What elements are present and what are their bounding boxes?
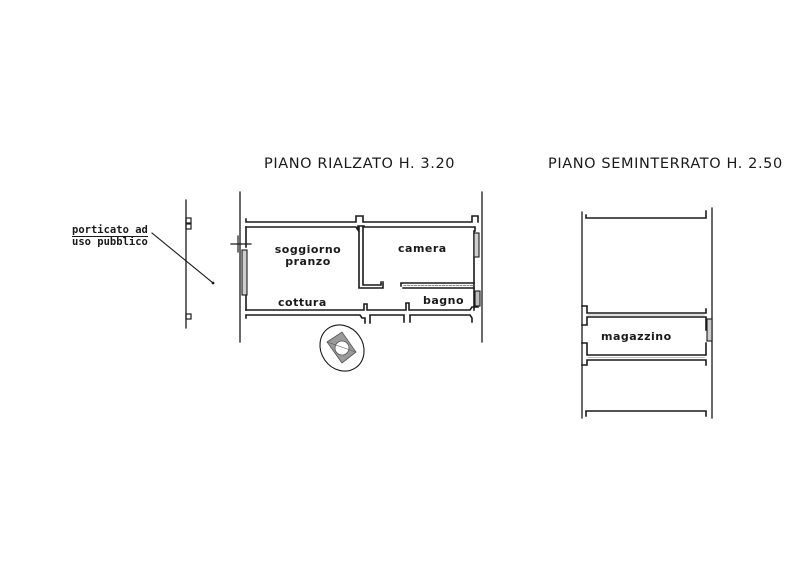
- callout-line-1: porticato ad: [72, 224, 148, 237]
- room-label-soggiorno-line1: soggiorno: [274, 243, 342, 256]
- basement-plan: [581, 207, 713, 419]
- ground-floor-title: PIANO RIALZATO H. 3.20: [264, 156, 456, 172]
- room-label-bagno: bagno: [423, 294, 465, 307]
- room-label-camera: camera: [398, 242, 447, 255]
- callout-leader-line: [151, 232, 214, 284]
- basement-title: PIANO SEMINTERRATO H. 2.50: [548, 156, 783, 172]
- room-label-soggiorno: soggiorno pranzo: [273, 244, 343, 268]
- ground-floor-plan: [230, 191, 483, 343]
- porticato-callout: porticato ad uso pubblico: [72, 225, 148, 248]
- room-label-soggiorno-line2: pranzo: [285, 255, 331, 268]
- callout-line-2: uso pubblico: [72, 236, 148, 248]
- compass-rose-icon: [319, 324, 365, 372]
- porticato-column-line: [185, 199, 192, 329]
- room-label-cottura: cottura: [278, 296, 327, 309]
- room-label-magazzino: magazzino: [601, 330, 672, 343]
